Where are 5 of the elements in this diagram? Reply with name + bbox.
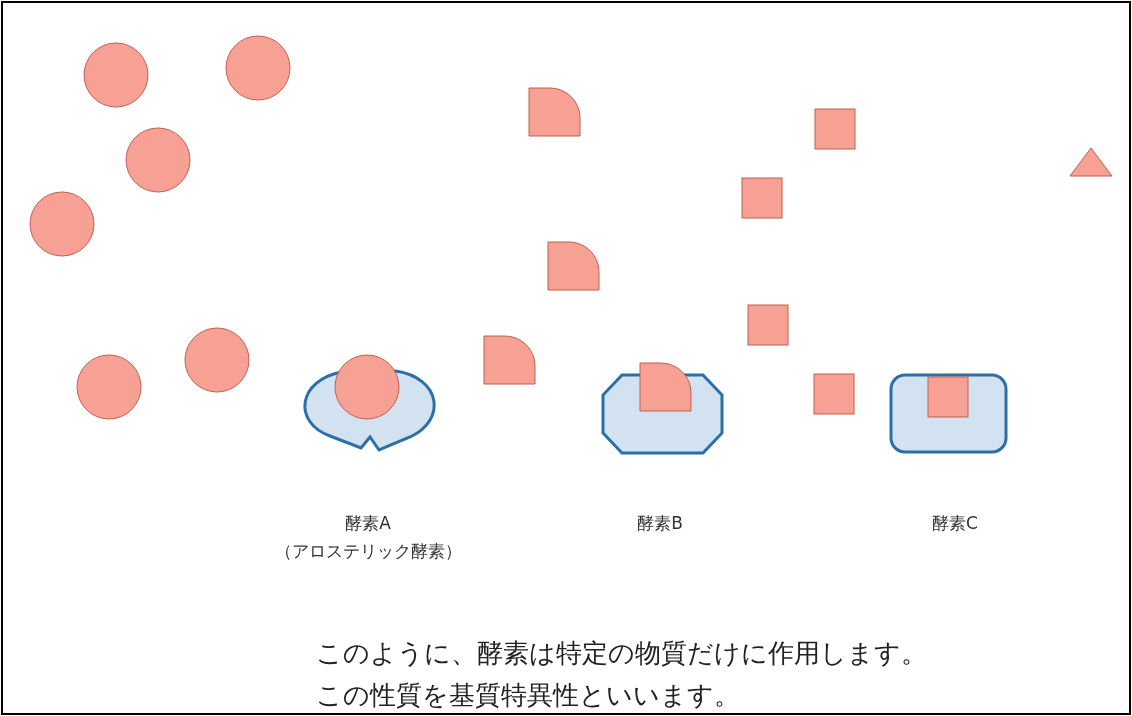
enzyme-label: 酵素A — [345, 512, 391, 535]
caption: このように、酵素は特定の物質だけに作用します。この性質を基質特異性といいます。 — [316, 637, 928, 712]
enzyme-label: 酵素C — [932, 512, 978, 535]
enzyme-label: （アロステリック酵素） — [274, 540, 462, 563]
enzyme-label: 酵素B — [637, 512, 683, 535]
